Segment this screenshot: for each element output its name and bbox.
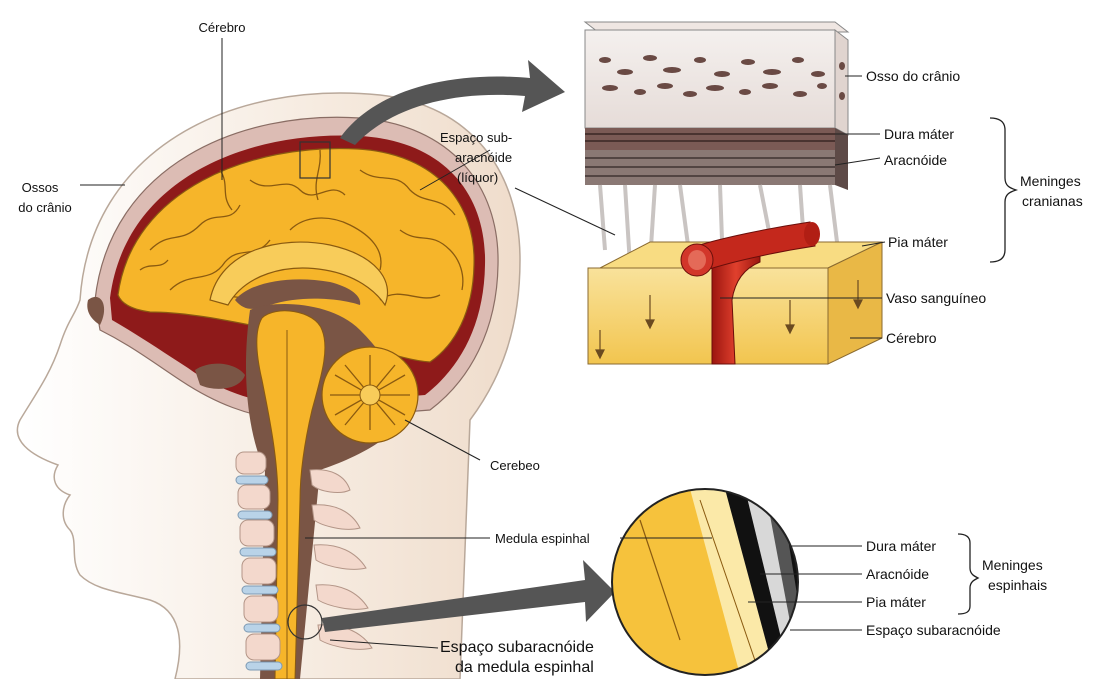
label-spinal-group-2: espinhais [988, 577, 1047, 593]
label-spinal-cord: Medula espinhal [495, 531, 590, 546]
label-cranial-dura: Dura máter [884, 126, 954, 142]
brain-block [588, 268, 828, 364]
label-skull-bone: Osso do crânio [866, 68, 960, 84]
label-spinal-pia: Pia máter [866, 594, 926, 610]
label-cranial-group-2: cranianas [1022, 193, 1083, 209]
skull-layer [585, 30, 835, 128]
label-cerebellum: Cerebeo [490, 458, 540, 473]
cranial-meninges-brace [990, 118, 1016, 262]
label-spinal-space: Espaço subaracnóide [866, 622, 1001, 638]
label-csf-3: (líquor) [457, 170, 498, 185]
cerebellum [322, 347, 418, 443]
label-csf-1: Espaço sub- [440, 130, 512, 145]
head-section [17, 93, 520, 679]
label-cranial-arachnoid: Aracnóide [884, 152, 947, 168]
label-spinal-dura: Dura máter [866, 538, 936, 554]
spinal-detail [612, 489, 820, 675]
label-spinal-csf-1: Espaço subaracnóide [440, 639, 594, 656]
label-cranial-group-1: Meninges [1020, 173, 1081, 189]
label-cranial-brain: Cérebro [886, 330, 937, 346]
label-spinal-csf-2: da medula espinhal [455, 659, 594, 676]
spinal-meninges-brace [958, 534, 978, 614]
label-csf-2: aracnóide [455, 150, 512, 165]
label-cranial-pia: Pia máter [888, 234, 948, 250]
label-spinal-arachnoid: Aracnóide [866, 566, 929, 582]
label-brain: Cérebro [199, 20, 246, 35]
label-skull-1: Ossos [22, 180, 59, 195]
label-spinal-group-1: Meninges [982, 557, 1043, 573]
dura-layer [585, 128, 835, 150]
label-skull-2: do crânio [18, 200, 71, 215]
label-vessel: Vaso sanguíneo [886, 290, 986, 306]
cranial-detail [585, 22, 882, 364]
